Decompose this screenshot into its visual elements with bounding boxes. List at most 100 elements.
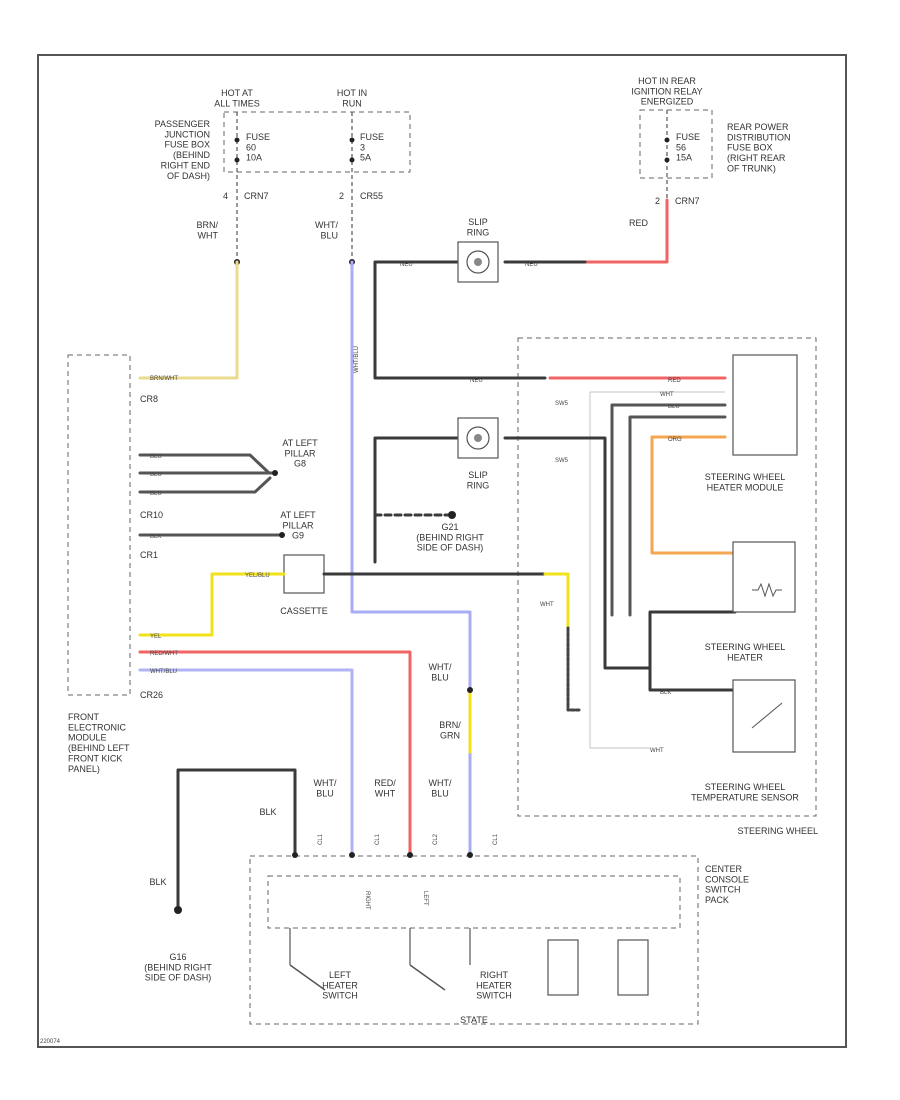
pin-cl1-b: CL1 — [375, 833, 381, 845]
wire-label-blk-sw: BLK — [660, 690, 671, 696]
wire-blu-1 — [138, 453, 270, 474]
wire-blk-heater — [503, 436, 737, 692]
pin-label-3: 2 — [655, 196, 660, 206]
ground-g16-symbol — [174, 906, 182, 914]
wire-yel-down — [566, 626, 582, 712]
right-switch-contact-icon — [409, 964, 446, 991]
wire-label-wht-blu-b: WHT/BLU — [429, 778, 452, 798]
wire-label-red-wht-a: RED/WHT — [374, 778, 396, 798]
rear-fuse-box-outline — [639, 109, 713, 179]
wire-label-blu-1: BLU — [150, 454, 162, 460]
fuse-56-terminal — [664, 137, 670, 143]
wire-label-neu-2: NEU — [525, 262, 538, 268]
wire-label-neu-3: NEU — [470, 378, 483, 384]
label-cassette: CASSETTE — [280, 606, 328, 616]
slip-ring-1 — [457, 241, 499, 283]
conn-cr1: CR1 — [140, 550, 158, 560]
heater-box — [732, 541, 796, 613]
wire-label-yel-cas: YEL/BLU — [245, 573, 270, 579]
wire-yel — [138, 572, 286, 637]
wire-label-blu-3: BLU — [150, 491, 162, 497]
diagram-frame — [37, 54, 847, 1048]
wire-label-wht-blu-vert: WHT/BLU — [354, 346, 360, 373]
wire-label-wht-blu-top: WHT/BLU — [315, 220, 338, 240]
wire-wht-sensor — [589, 392, 650, 749]
fuse-3-terminal-b — [349, 157, 355, 163]
wire-blk-gnd — [176, 768, 297, 912]
wire-label-blk-1: BLK — [150, 534, 161, 540]
conn-cr26: CR26 — [140, 690, 163, 700]
conn-cr8: CR8 — [140, 394, 158, 404]
fuse-3-terminal — [349, 137, 355, 143]
conn-label-1: CRN7 — [244, 191, 269, 201]
wire-g21 — [373, 473, 452, 517]
slip-ring-2 — [457, 417, 499, 459]
splice-brn-grn — [467, 687, 473, 693]
wire-label-org-sw: ORG — [668, 437, 682, 443]
wire-brn-wht — [138, 260, 239, 380]
cassette-box — [283, 554, 325, 594]
wire-label-wht-blu-a: WHT/BLU — [314, 778, 337, 798]
passenger-fuse-box-outline — [223, 111, 411, 173]
label-left-txt: LEFT — [422, 891, 428, 906]
fuse-60-terminal — [234, 137, 240, 143]
pin-cl2: CL2 — [433, 833, 439, 845]
wire-label-brn-grn: BRN/GRN — [439, 720, 461, 740]
wire-label-red-top: RED — [629, 218, 649, 228]
pin-blk — [292, 852, 298, 858]
indicator-box-2 — [617, 939, 649, 996]
wire-label-red-wht: RED/WHT — [150, 651, 178, 657]
pin-wht-blu-2 — [467, 852, 473, 858]
wire-blu-3 — [138, 476, 272, 494]
conn-sw5b: SW5 — [555, 458, 569, 464]
label-state: STATE — [460, 1015, 488, 1025]
pin-red-wht — [407, 852, 413, 858]
wire-red-wht — [138, 650, 412, 857]
pin-label-1: 4 — [223, 191, 228, 201]
conn-cr10: CR10 — [140, 510, 163, 520]
pin-cl1-c: CL1 — [493, 833, 499, 845]
conn-label-3: CRN7 — [675, 196, 700, 206]
wire-label-wht-sw: WHT — [660, 392, 674, 398]
wire-label-yel: YEL — [150, 634, 162, 640]
thermistor-icon — [751, 702, 783, 729]
front-electronic-module-outline — [67, 354, 131, 696]
label-right-txt: RIGHT — [364, 891, 370, 910]
wire-label-brn-wht-h: BRN/WHT — [150, 376, 178, 382]
steering-wheel-outline — [517, 337, 817, 817]
ground-g8-symbol — [272, 470, 278, 476]
wire-wht-blu-h — [138, 668, 354, 857]
conn-sw5a: SW5 — [555, 401, 569, 407]
wire-neu-black — [373, 260, 547, 380]
pin-wht-blu — [349, 852, 355, 858]
wire-label-wht-blu-h: WHT/BLU — [150, 669, 177, 675]
wire-blk-module-1 — [610, 403, 727, 617]
heater-resistor-icon — [752, 582, 782, 598]
wire-blk-module-2 — [628, 415, 727, 617]
wire-label-blk-gnd2: BLK — [149, 877, 166, 887]
wire-label-blu-2: BLU — [150, 472, 162, 478]
heater-module-box — [732, 354, 798, 456]
wire-label-red-sw: RED — [668, 378, 681, 384]
wire-red-rear — [583, 198, 669, 264]
wire-blk-heater-2 — [648, 610, 737, 670]
